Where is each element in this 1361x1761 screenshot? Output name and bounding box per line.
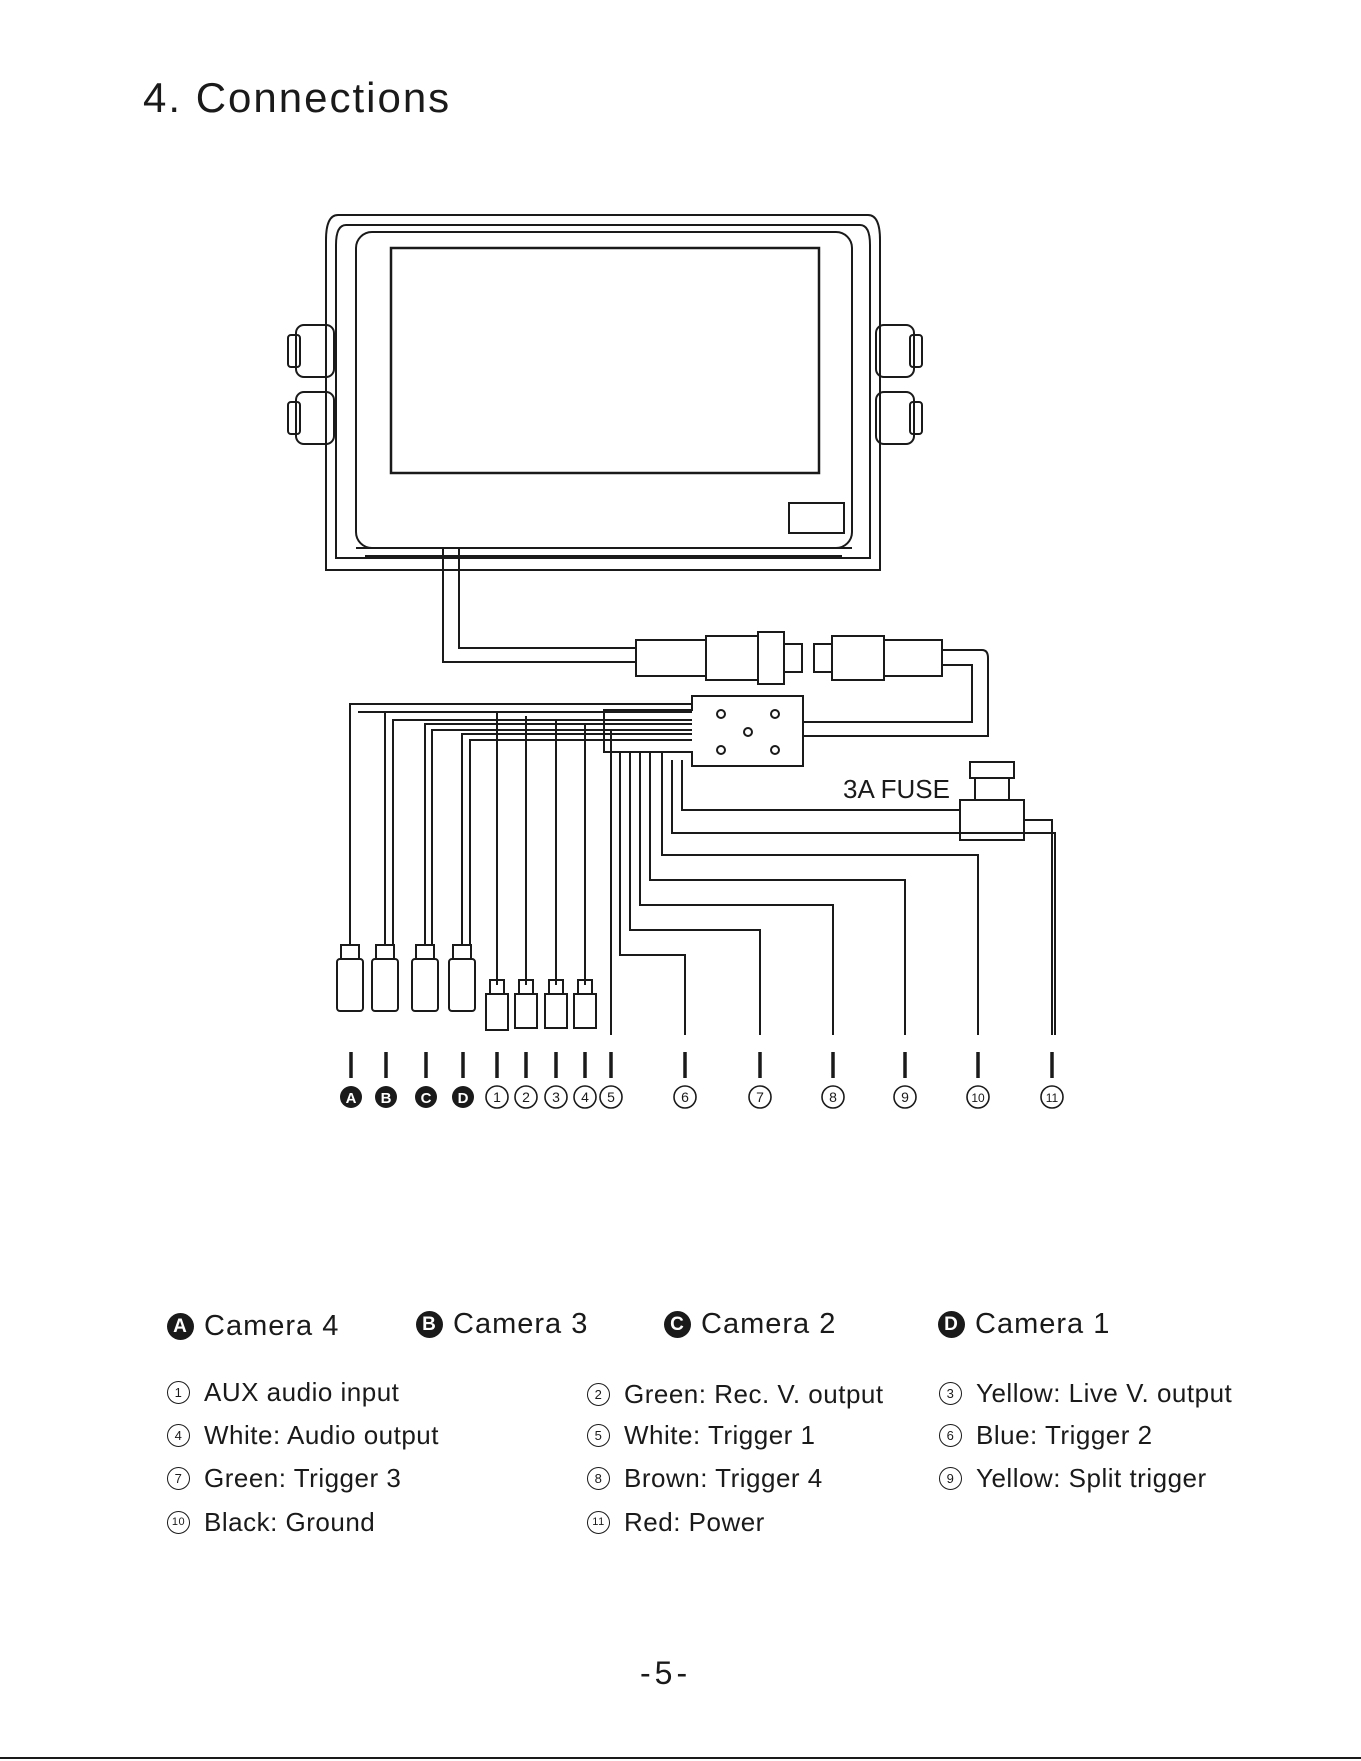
marker-3: 3 xyxy=(552,1089,560,1105)
bottom-rule xyxy=(0,1757,1361,1759)
camera-markers xyxy=(340,1086,474,1108)
marker-c: C xyxy=(421,1090,432,1107)
rca-connectors xyxy=(485,979,597,1031)
aviation-connector xyxy=(635,631,943,685)
number-markers xyxy=(485,1085,1064,1109)
marker-10: 10 xyxy=(971,1091,985,1105)
marker-d: D xyxy=(458,1090,469,1107)
marker-4: 4 xyxy=(581,1089,589,1105)
bnc-connectors xyxy=(336,944,476,1012)
marker-b: B xyxy=(381,1090,392,1107)
marker-2: 2 xyxy=(522,1089,530,1105)
marker-1: 1 xyxy=(493,1089,501,1105)
splitter-box xyxy=(603,695,804,767)
marker-5: 5 xyxy=(607,1089,615,1105)
monitor xyxy=(287,214,923,571)
marker-7: 7 xyxy=(756,1089,764,1105)
page-number: -5- xyxy=(640,1655,692,1691)
fuse-holder xyxy=(959,761,1053,1035)
marker-a: A xyxy=(346,1090,357,1107)
marker-8: 8 xyxy=(829,1089,837,1105)
ir-sensor xyxy=(788,502,845,534)
fuse-label: 3A FUSE xyxy=(843,774,950,804)
monitor-screen xyxy=(389,246,821,475)
marker-9: 9 xyxy=(901,1089,909,1105)
page-title: 4. Connections xyxy=(143,74,452,121)
marker-11: 11 xyxy=(1046,1091,1059,1105)
marker-6: 6 xyxy=(681,1089,689,1105)
